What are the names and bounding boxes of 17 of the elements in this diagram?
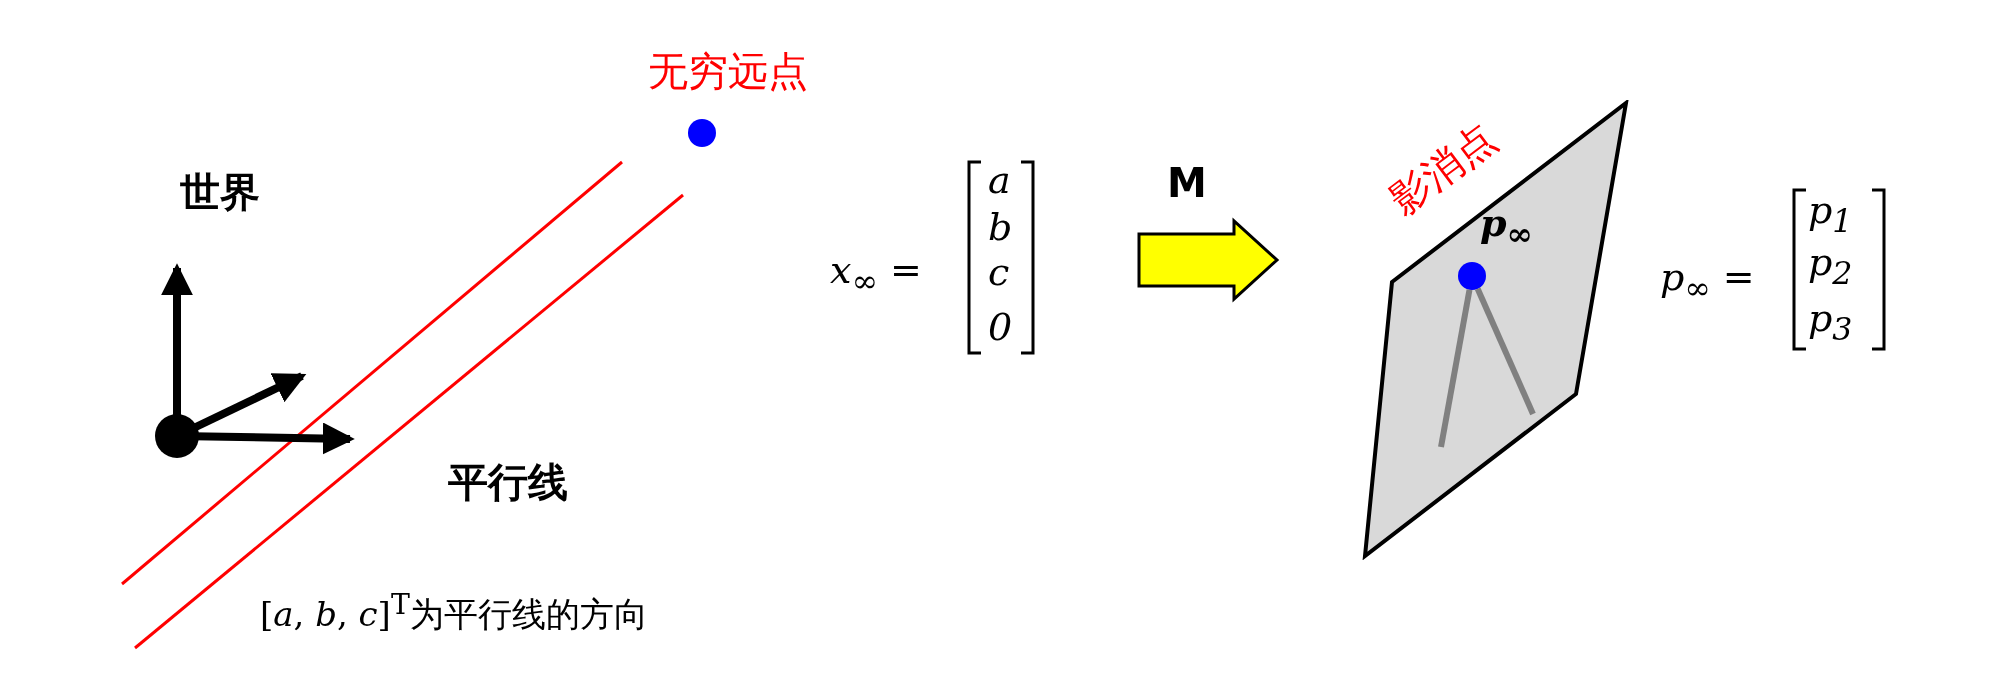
matrix-entry: b (988, 205, 1013, 249)
matrix-entry: p$_{1}$ (1808, 188, 1853, 239)
matrix-entry: c (988, 250, 1010, 294)
caption: [a, b, c]$^{T}$为平行线的方向 (260, 588, 648, 637)
matrix-entry: a (988, 158, 1011, 202)
world-label: 世界 (180, 168, 260, 217)
math-label: p$_{∞}$ = (1660, 255, 1755, 306)
arrow-label: M (1167, 160, 1207, 206)
matrix-entry: 0 (988, 305, 1013, 349)
line (1438, 289, 1473, 448)
parallel-lines-label: 平行线 (448, 458, 568, 507)
math-label: p$_{∞}$ (1480, 200, 1533, 252)
matrix-entry: p$_{2}$ (1808, 240, 1853, 291)
matrix-entry: p$_{3}$ (1808, 296, 1853, 347)
point-label: 无穷远点 (648, 47, 808, 96)
math-label: x$_{∞}$ = (830, 248, 922, 299)
line (1474, 287, 1536, 416)
